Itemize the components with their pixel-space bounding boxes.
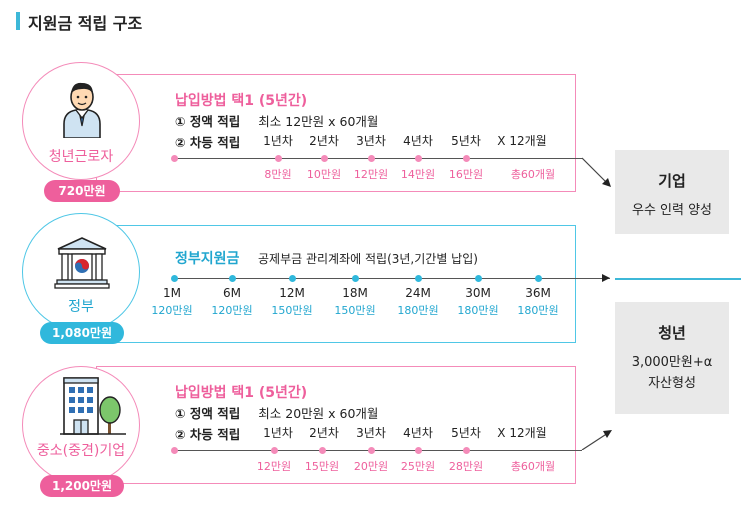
company-year-3: 3년차 xyxy=(356,426,386,440)
worker-year-4: 4년차 xyxy=(403,134,433,148)
worker-amount-badge: 720만원 xyxy=(44,180,120,202)
worker-option2-label: ② 차등 적립 xyxy=(175,135,241,150)
result-company-title: 기업 xyxy=(658,172,686,190)
gov-description: 공제부금 관리계좌에 적립(3년,기간별 납입) xyxy=(258,252,478,266)
company-amount-badge: 1,200만원 xyxy=(40,475,124,497)
flow-arrows xyxy=(581,157,612,450)
worker-timeline xyxy=(172,158,582,159)
worker-value-3: 12만원 xyxy=(353,168,389,181)
gov-value-6: 180만원 xyxy=(457,304,499,317)
gov-month-5: 24M xyxy=(405,286,431,300)
title-accent-bar xyxy=(16,12,20,30)
gov-month-3: 12M xyxy=(279,286,305,300)
company-year-1: 1년차 xyxy=(263,426,293,440)
worker-value-1: 8만원 xyxy=(264,168,292,181)
worker-person-icon xyxy=(63,82,101,138)
page-title: 지원금 적립 구조 xyxy=(28,14,143,33)
gov-dot-3 xyxy=(351,274,359,282)
result-youth-box: 청년 3,000만원+α 자산형성 xyxy=(615,302,729,414)
company-dot-start xyxy=(170,446,178,454)
result-company-desc: 우수 인력 양성 xyxy=(631,203,713,218)
worker-dot-5 xyxy=(462,154,470,162)
worker-value-2: 10만원 xyxy=(306,168,342,181)
company-dot-5 xyxy=(462,446,470,454)
worker-dot-4 xyxy=(414,154,422,162)
gov-dot-6 xyxy=(534,274,542,282)
worker-months: X 12개월 xyxy=(497,134,547,148)
worker-panel xyxy=(96,74,576,192)
company-option1-desc: 최소 20만원 x 60개월 xyxy=(258,406,379,421)
worker-heading: 납입방법 택1 (5년간) xyxy=(175,93,308,109)
gov-timeline xyxy=(172,278,610,279)
company-building-icon xyxy=(60,377,126,435)
worker-value-5: 16만원 xyxy=(448,168,484,181)
worker-option1-desc: 최소 12만원 x 60개월 xyxy=(258,114,379,129)
worker-dot-1 xyxy=(274,154,282,162)
gov-dot-5 xyxy=(474,274,482,282)
gov-value-1: 120만원 xyxy=(151,304,193,317)
result-divider xyxy=(615,278,741,280)
company-year-2: 2년차 xyxy=(309,426,339,440)
company-value-2: 15만원 xyxy=(304,460,340,473)
company-year-4: 4년차 xyxy=(403,426,433,440)
company-name: 중소(중견)기업 xyxy=(36,443,126,459)
worker-dot-2 xyxy=(320,154,328,162)
gov-value-5: 180만원 xyxy=(397,304,439,317)
result-youth-desc: 자산형성 xyxy=(648,376,696,391)
gov-value-2: 120만원 xyxy=(211,304,253,317)
result-youth-amount: 3,000만원+α xyxy=(631,355,713,370)
company-panel xyxy=(96,366,576,484)
worker-dot-start xyxy=(170,154,178,162)
gov-value-4: 150만원 xyxy=(334,304,376,317)
worker-year-2: 2년차 xyxy=(309,134,339,148)
worker-year-5: 5년차 xyxy=(451,134,481,148)
result-company-box: 기업 우수 인력 양성 xyxy=(615,150,729,234)
company-months: X 12개월 xyxy=(497,426,547,440)
company-dot-3 xyxy=(367,446,375,454)
company-dot-1 xyxy=(270,446,278,454)
company-timeline xyxy=(172,450,582,451)
company-total: 총60개월 xyxy=(510,460,556,473)
gov-dot-4 xyxy=(414,274,422,282)
worker-name: 청년근로자 xyxy=(48,149,114,165)
gov-month-2: 6M xyxy=(223,286,241,300)
company-option1: ① 정액 적립 최소 20만원 x 60개월 xyxy=(175,403,378,422)
worker-option1: ① 정액 적립 최소 12만원 x 60개월 xyxy=(175,111,378,130)
gov-name: 정부 xyxy=(68,299,94,315)
worker-year-1: 1년차 xyxy=(263,134,293,148)
government-building-icon xyxy=(54,237,110,289)
gov-amount-badge: 1,080만원 xyxy=(40,322,124,344)
result-youth-title: 청년 xyxy=(658,324,686,342)
company-option1-label: ① 정액 적립 xyxy=(175,406,241,421)
worker-total: 총60개월 xyxy=(510,168,556,181)
gov-value-3: 150만원 xyxy=(271,304,313,317)
company-value-3: 20만원 xyxy=(353,460,389,473)
company-value-1: 12만원 xyxy=(256,460,292,473)
gov-dot-2 xyxy=(288,274,296,282)
worker-option1-label: ① 정액 적립 xyxy=(175,114,241,129)
gov-dot-1 xyxy=(228,274,236,282)
worker-value-4: 14만원 xyxy=(400,168,436,181)
company-year-5: 5년차 xyxy=(451,426,481,440)
worker-dot-3 xyxy=(367,154,375,162)
gov-month-7: 36M xyxy=(525,286,551,300)
gov-dot-start xyxy=(170,274,178,282)
gov-value-7: 180만원 xyxy=(517,304,559,317)
gov-heading: 정부지원금 xyxy=(175,251,240,267)
worker-year-3: 3년차 xyxy=(356,134,386,148)
gov-panel xyxy=(96,225,576,343)
company-value-4: 25만원 xyxy=(400,460,436,473)
company-option2-label: ② 차등 적립 xyxy=(175,427,241,442)
company-value-5: 28만원 xyxy=(448,460,484,473)
company-dot-2 xyxy=(318,446,326,454)
gov-month-4: 18M xyxy=(342,286,368,300)
gov-month-6: 30M xyxy=(465,286,491,300)
company-dot-4 xyxy=(414,446,422,454)
company-heading: 납입방법 택1 (5년간) xyxy=(175,385,308,401)
gov-month-1: 1M xyxy=(163,286,181,300)
